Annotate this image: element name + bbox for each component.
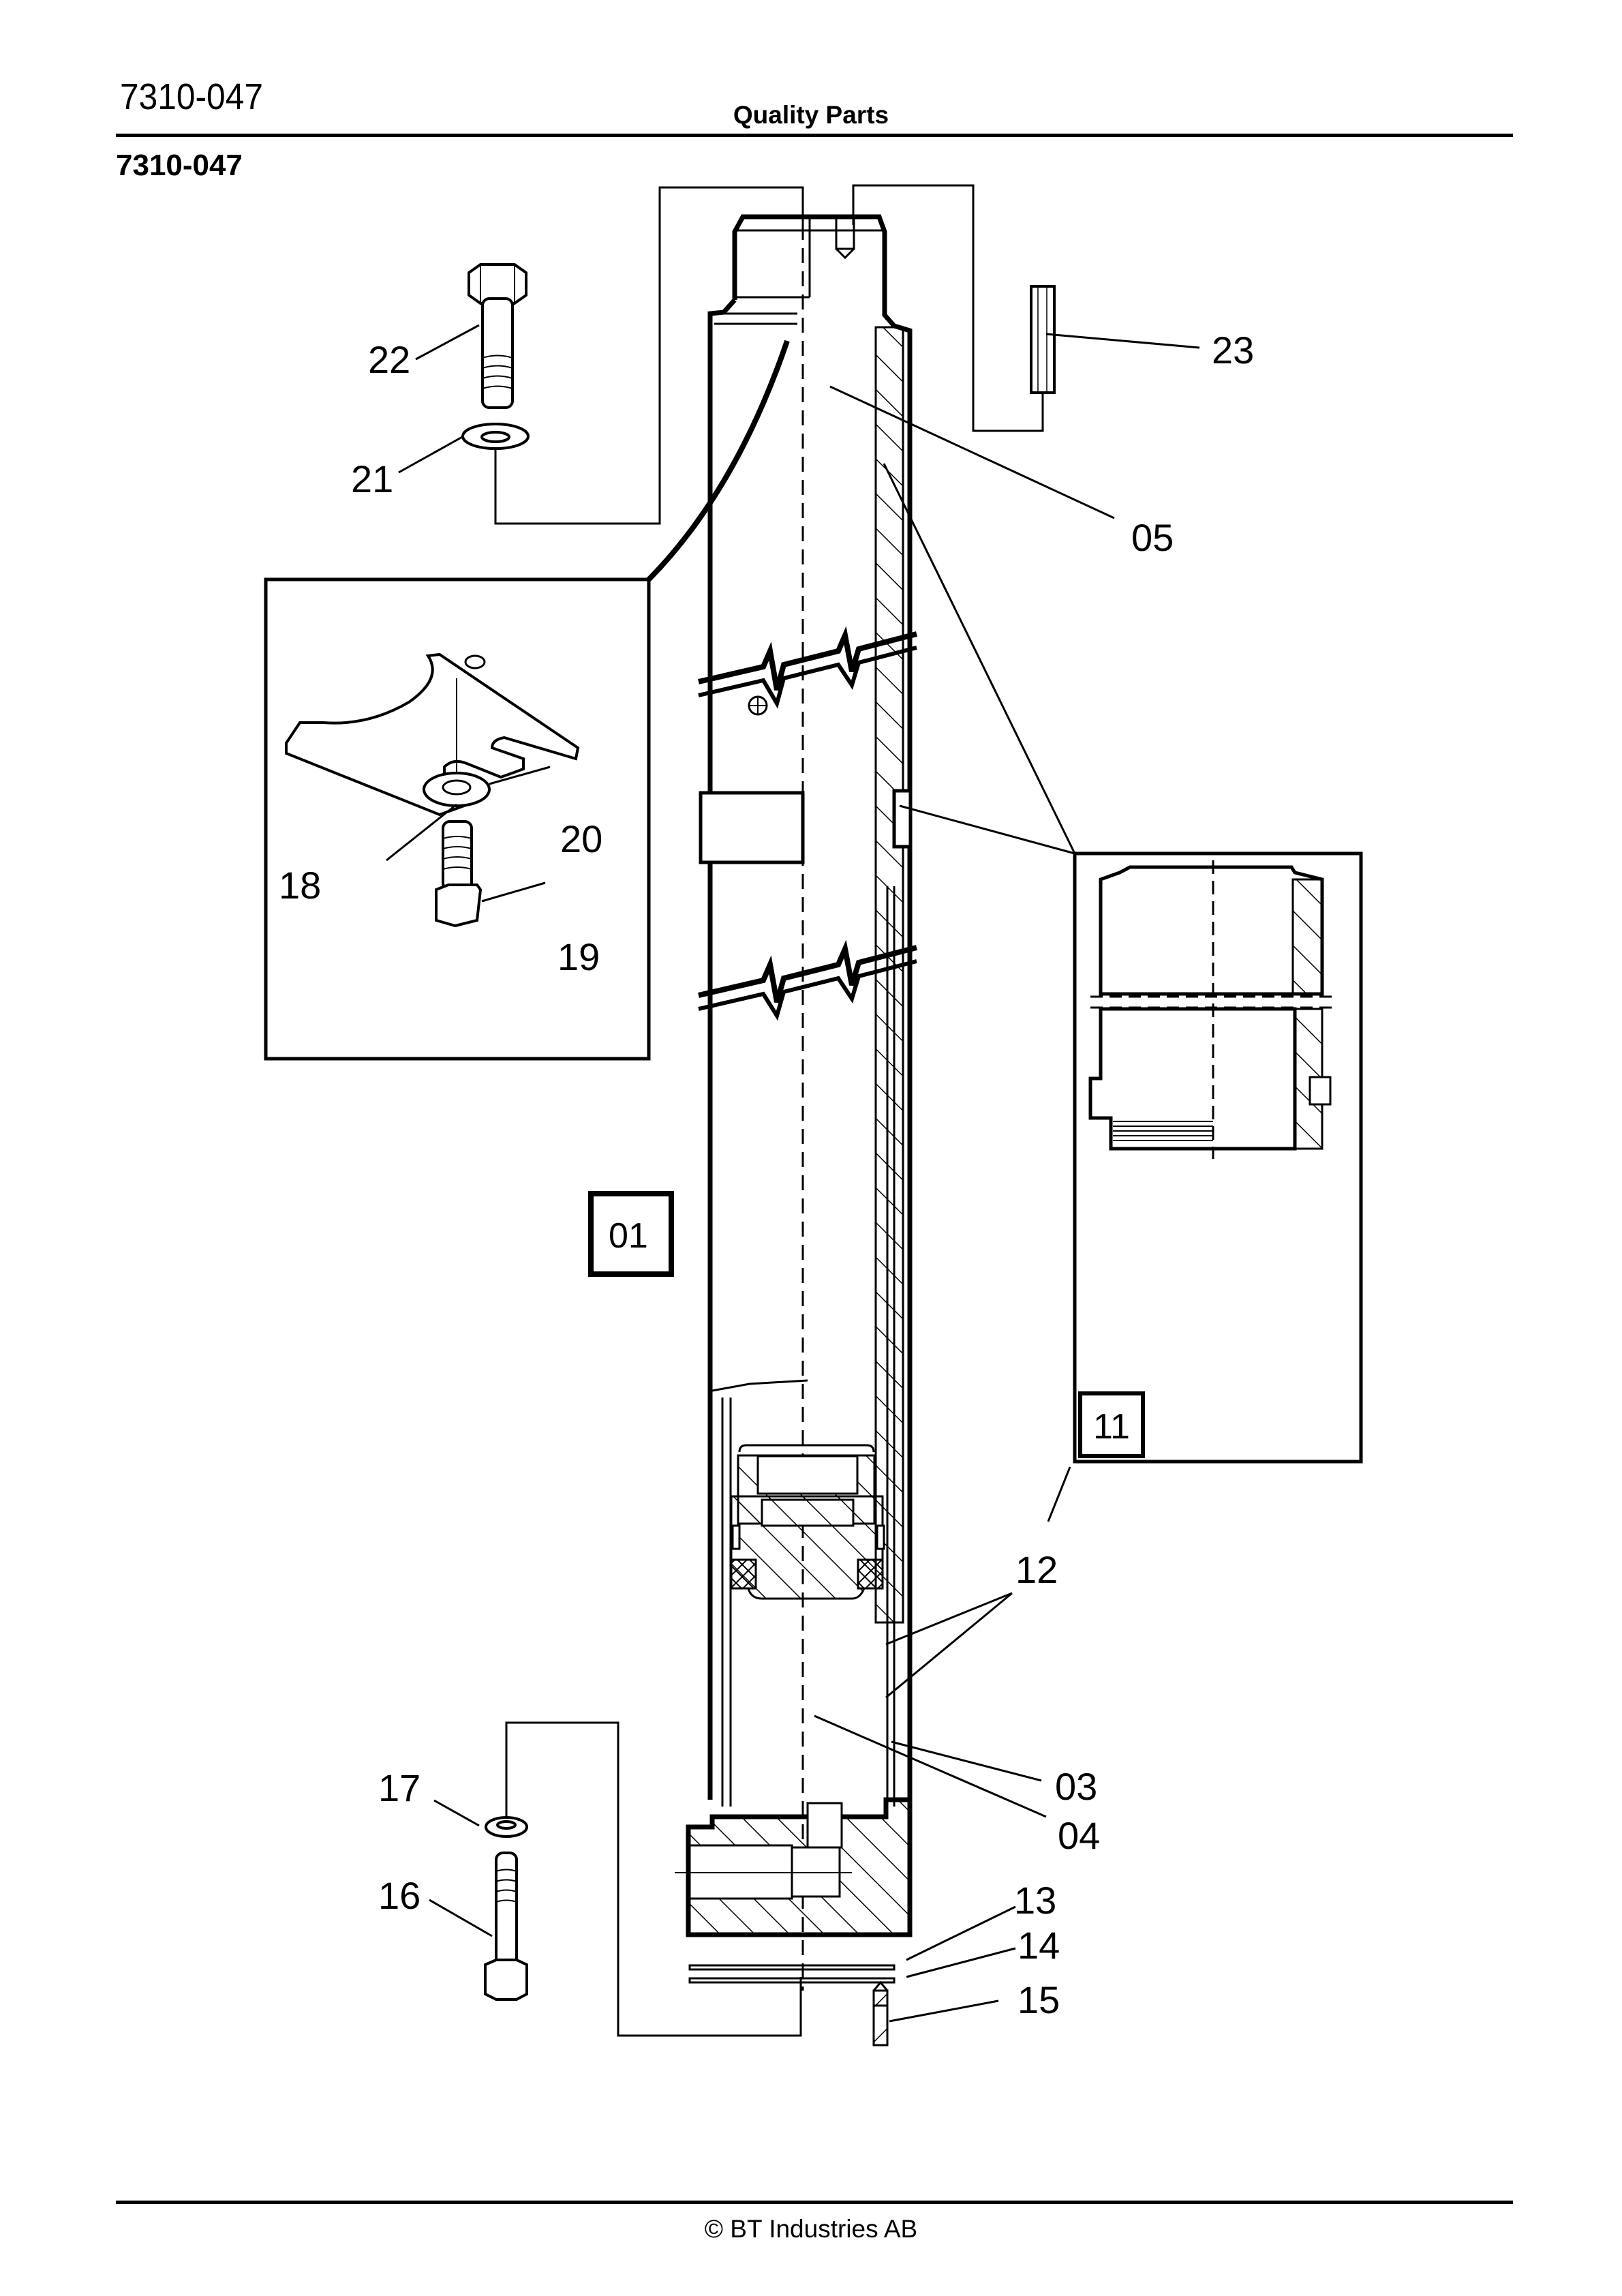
document-number: 7310-047 bbox=[120, 76, 263, 117]
washer-21 bbox=[461, 423, 530, 450]
header-divider bbox=[116, 134, 1513, 137]
shim-13-14 bbox=[688, 1964, 896, 1984]
cylinder-body bbox=[675, 214, 918, 1991]
callout-04: 04 bbox=[1058, 1814, 1100, 1857]
washer-17 bbox=[485, 1816, 528, 1838]
callout-16: 16 bbox=[378, 1874, 420, 1917]
callout-18: 18 bbox=[279, 864, 321, 907]
callout-17: 17 bbox=[378, 1766, 420, 1809]
callout-22: 22 bbox=[368, 338, 410, 381]
label-box-01 bbox=[588, 1191, 674, 1277]
label-11: 11 bbox=[1093, 1407, 1130, 1447]
detail-box-bracket bbox=[264, 339, 790, 1061]
section-number: 7310-047 bbox=[116, 149, 243, 182]
bolt-22 bbox=[468, 263, 527, 409]
leader-lines bbox=[386, 324, 1200, 2023]
pin-23 bbox=[1030, 285, 1056, 394]
footer-copyright: © BT Industries AB bbox=[704, 2215, 918, 2243]
set-screw-15 bbox=[872, 1980, 889, 2046]
callout-23: 23 bbox=[1212, 329, 1254, 372]
callout-13: 13 bbox=[1014, 1879, 1056, 1922]
assembly-line-bottom bbox=[505, 1721, 802, 2037]
callout-12: 12 bbox=[1015, 1548, 1058, 1591]
detail-box-11 bbox=[1073, 851, 1363, 1464]
assembly-line-top-left bbox=[494, 186, 804, 525]
header-title: Quality Parts bbox=[733, 101, 889, 129]
bolt-16 bbox=[484, 1852, 528, 2001]
footer-divider bbox=[116, 2201, 1513, 2204]
callout-19: 19 bbox=[557, 935, 600, 978]
callout-21: 21 bbox=[351, 457, 393, 500]
assembly-line-top-right bbox=[852, 184, 1044, 432]
callout-20: 20 bbox=[560, 817, 602, 860]
callout-03: 03 bbox=[1055, 1765, 1097, 1808]
callout-15: 15 bbox=[1017, 1978, 1060, 2021]
callout-14: 14 bbox=[1017, 1924, 1060, 1967]
callout-05: 05 bbox=[1131, 516, 1174, 559]
label-01: 01 bbox=[609, 1216, 648, 1256]
